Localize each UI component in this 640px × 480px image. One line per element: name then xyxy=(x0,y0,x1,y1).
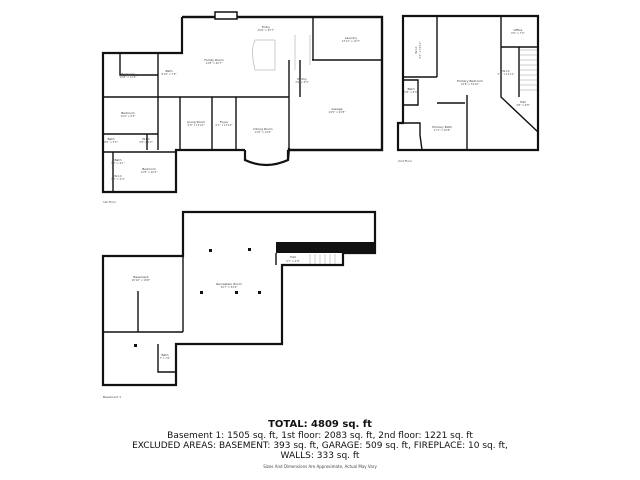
room-dims: 30'7" x 34'6" xyxy=(221,285,238,289)
room-name: Dining Room xyxy=(253,127,272,131)
column xyxy=(258,291,261,294)
total-area: TOTAL: 4809 sq. ft xyxy=(268,419,372,430)
basement-plan xyxy=(101,210,377,387)
room-dims: 3'7" x 12'11" xyxy=(498,72,515,76)
room-dims: 13'0" x 14'0" xyxy=(255,130,272,134)
room-name: Office xyxy=(514,28,523,32)
floor-areas: Basement 1: 1505 sq. ft, 1st floor: 2083… xyxy=(167,431,473,441)
room-dims: 5'7" x 5'3" xyxy=(111,177,125,181)
first-floor-interior-walls xyxy=(103,17,382,192)
room-name: Living Room xyxy=(187,120,205,124)
stairs xyxy=(309,254,336,264)
basement-interior-walls xyxy=(103,253,277,373)
second-floor-interior-walls xyxy=(398,16,539,151)
room-name: Primary Bedroom xyxy=(457,79,483,83)
room-dims: 24'5" x 23'8" xyxy=(329,110,346,114)
room-name: Foyer xyxy=(220,120,229,124)
kitchen-island xyxy=(252,35,311,71)
room-dims: 9'0" x 13'10" xyxy=(188,123,205,127)
column xyxy=(209,249,212,252)
floor-label: 1st Floor xyxy=(103,200,117,204)
room-dims: 7' x 7'6" xyxy=(160,356,171,360)
basement-black-band xyxy=(276,242,375,253)
room-name: Basement xyxy=(133,275,149,279)
room-name: Hall xyxy=(520,100,526,104)
room-name: Primary Bath xyxy=(432,125,452,129)
room-dims: 13'11" x 10'7" xyxy=(342,39,361,43)
room-dims: 6'1" x 2'8" xyxy=(286,259,300,263)
room-name: Bath xyxy=(408,87,415,91)
room-name: Pantry xyxy=(297,77,307,81)
room-dims: 10'8" x 11'9" xyxy=(120,75,137,79)
first-floor-labels: Entry 20'0" x 25'7" Family Room 14'8" x … xyxy=(103,25,360,204)
room-name: Bedroom xyxy=(142,167,156,171)
room-dims: 5'7" x 6'1" xyxy=(111,161,125,165)
room-dims: 5'8" x 4'2" xyxy=(139,140,153,144)
room-dims: 6'5" x 7'5" xyxy=(511,31,525,35)
support-columns xyxy=(134,248,261,347)
walls-area: WALLS: 333 sq. ft xyxy=(280,451,360,461)
room-dims: 14'8" x 20'7" xyxy=(206,61,223,65)
column xyxy=(248,248,251,251)
room-name: Laundry xyxy=(345,36,357,40)
room-dims: 8'1" x 15'10" xyxy=(418,42,422,59)
second-floor-labels: W.I.C 8'1" x 15'10" Office 6'5" x 7'5" W… xyxy=(398,28,530,163)
room-dims: 12'8" x 10'5" xyxy=(141,170,158,174)
room-name: W.I.C xyxy=(414,46,418,54)
disclaimer: Sizes And Dimensions Are Approximate, Ac… xyxy=(263,464,377,469)
second-floor-plan xyxy=(396,14,540,152)
first-floor-outline xyxy=(101,15,384,194)
room-name: W.I.C xyxy=(142,137,150,141)
room-dims: 20'0" x 25'7" xyxy=(258,28,275,32)
room-dims: 3'9" x 4'5" xyxy=(295,80,309,84)
basement-outline xyxy=(101,210,377,387)
room-name: Bedroom xyxy=(121,72,135,76)
room-name: Bath xyxy=(162,353,169,357)
room-name: Bath xyxy=(115,158,122,162)
room-name: Hall xyxy=(290,255,296,259)
room-name: Entry xyxy=(262,25,270,29)
room-name: Bath xyxy=(166,69,173,73)
room-dims: 19'8" x 34'10" xyxy=(461,82,480,86)
room-dims: 5'8" x 6'0" xyxy=(404,90,418,94)
room-dims: 14'2" x 9'5" xyxy=(120,114,135,118)
room-dims: 20'10" x 18'8" xyxy=(132,278,151,282)
column xyxy=(134,344,137,347)
floor-label: 2nd Floor xyxy=(398,159,413,163)
room-dims: 4'8" x 8'8" xyxy=(516,103,530,107)
first-floor-plan xyxy=(101,11,384,194)
room-name: Recreation Room xyxy=(216,282,242,286)
excluded-areas: EXCLUDED AREAS: BASEMENT: 393 sq. ft, GA… xyxy=(132,441,508,451)
column xyxy=(235,291,238,294)
stairs xyxy=(520,49,537,91)
room-dims: 8'0" x 5'5" xyxy=(104,140,118,144)
fireplace xyxy=(214,11,238,20)
room-dims: 6'1" x 13'10" xyxy=(216,123,233,127)
basement-labels: Basement 20'10" x 18'8" Recreation Room … xyxy=(103,255,300,399)
column xyxy=(200,291,203,294)
room-name: Bath xyxy=(108,137,115,141)
room-dims: 8'10" x 7'8" xyxy=(161,72,176,76)
room-dims: 17'1" x 10'8" xyxy=(434,128,451,132)
room-name: Garage xyxy=(332,107,343,111)
room-name: Bedroom xyxy=(121,111,135,115)
room-name: W.I.C xyxy=(502,69,510,73)
floor-label: Basement 1 xyxy=(103,395,121,399)
room-name: W.I.C xyxy=(114,174,122,178)
room-name: Family Room xyxy=(204,58,223,62)
